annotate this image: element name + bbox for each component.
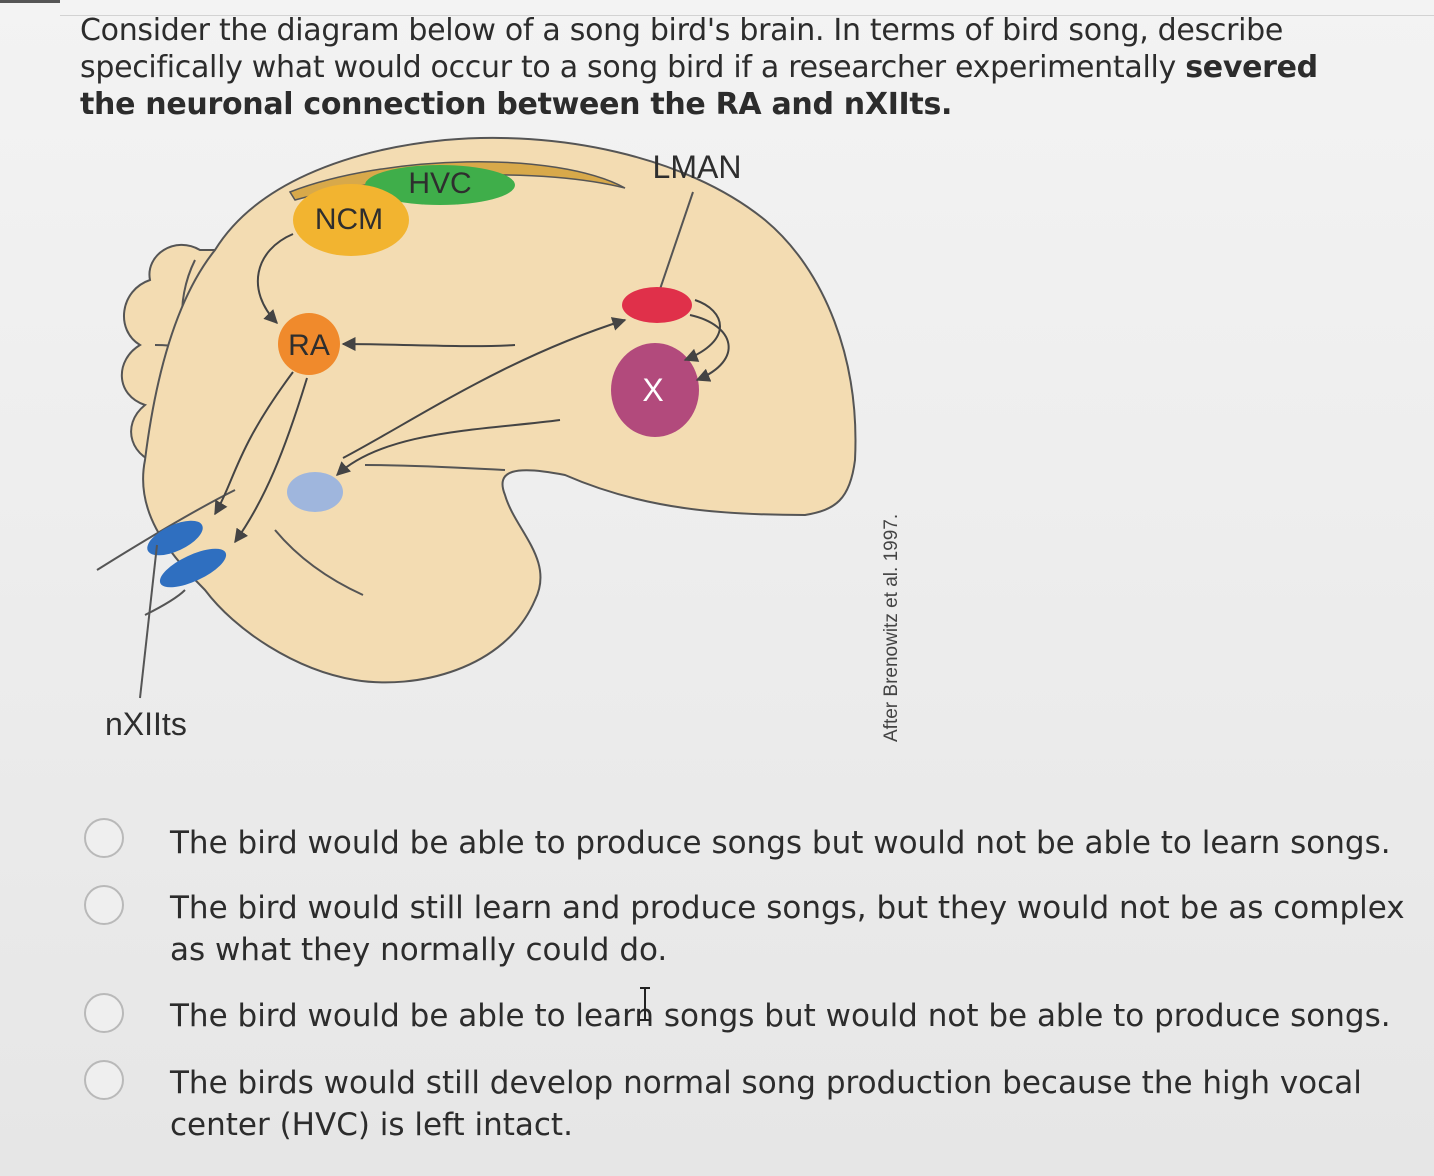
top-tab-indicator	[0, 0, 60, 3]
lman-pointer	[656, 191, 694, 299]
x-label: X	[642, 372, 663, 408]
option-text[interactable]: The birds would still develop normal son…	[170, 1065, 1362, 1143]
ra-nucleus	[278, 313, 340, 375]
option-text[interactable]: The bird would be able to produce songs …	[170, 825, 1391, 861]
question-plain: Consider the diagram below of a song bir…	[80, 13, 1284, 85]
brainstem	[96, 464, 506, 616]
ncm-label: NCM	[315, 203, 383, 236]
area-x-nucleus	[611, 343, 699, 437]
lman-label: LMAN	[653, 149, 742, 185]
nxiits-nucleus-upper	[147, 520, 203, 556]
nxiits-nucleus-lower	[159, 548, 227, 588]
ra-label: RA	[288, 329, 330, 362]
radio-button[interactable]	[84, 1060, 124, 1100]
question-bold: severed the neuronal connection between …	[80, 50, 1318, 122]
option-text[interactable]: The bird would still learn and produce s…	[170, 890, 1405, 968]
ncm-nucleus	[293, 184, 409, 256]
nxiits-label: nXIIts	[105, 706, 187, 742]
hvc-label: HVC	[408, 167, 471, 200]
neural-pathways	[214, 233, 730, 544]
option-text[interactable]: The bird would be able to learn songs bu…	[170, 998, 1391, 1034]
answer-option-1[interactable]: The bird would be able to produce songs …	[80, 818, 1391, 861]
hvc-nucleus	[365, 165, 515, 205]
question-text: Consider the diagram below of a song bir…	[80, 12, 1380, 123]
radio-button[interactable]	[84, 818, 124, 858]
brain-svg: HVC NCM LMAN X RA Aft	[96, 136, 902, 742]
answer-option-3[interactable]: The bird would be able to learn songs bu…	[80, 993, 1391, 1034]
radio-button[interactable]	[84, 993, 124, 1033]
top-bar	[0, 0, 1434, 16]
text-cursor-icon	[640, 987, 650, 1021]
radio-button[interactable]	[84, 885, 124, 925]
bird-brain-diagram: HVC NCM LMAN X RA Aft	[85, 130, 915, 770]
answer-option-4[interactable]: The birds would still develop normal son…	[80, 1060, 1362, 1143]
top-divider	[60, 15, 1434, 16]
answer-option-2[interactable]: The bird would still learn and produce s…	[80, 885, 1405, 968]
brain-outline	[142, 136, 857, 684]
figure-credit: After Brenowitz et al. 1997.	[881, 514, 902, 742]
thalamus-nucleus	[287, 472, 343, 512]
nxiits-pointer	[139, 544, 158, 699]
lman-nucleus	[622, 287, 692, 323]
